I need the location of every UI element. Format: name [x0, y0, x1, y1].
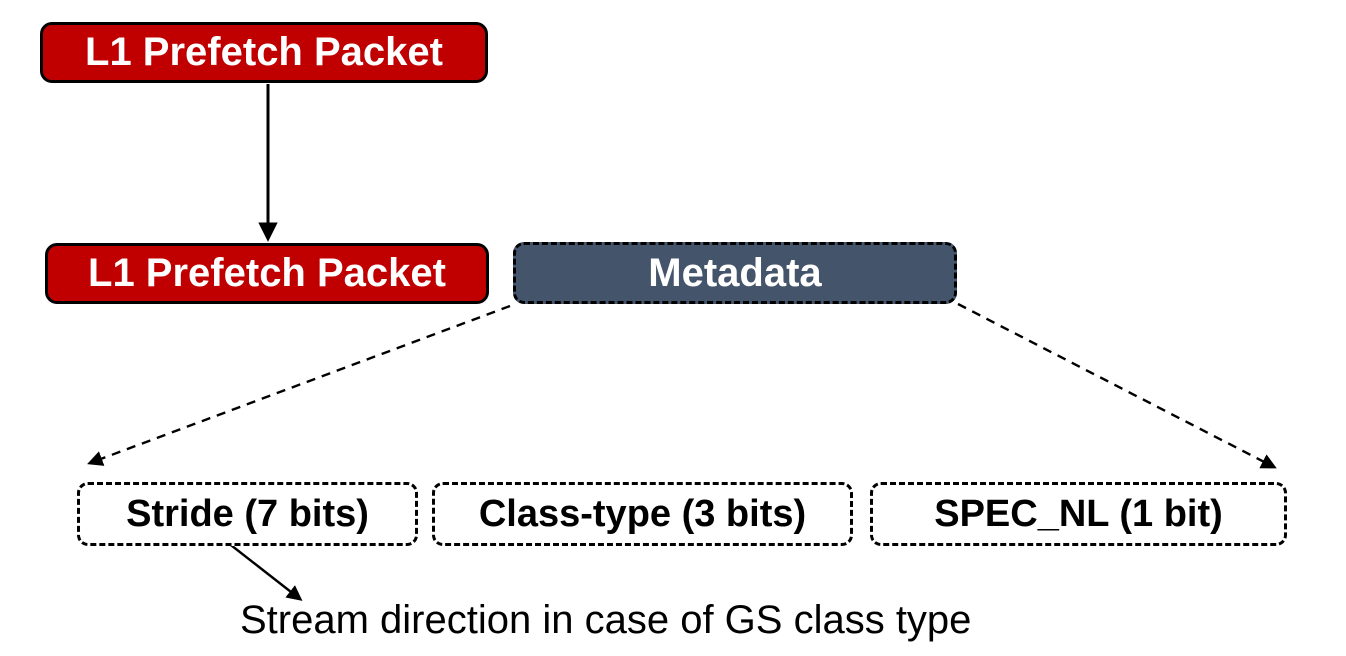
l1-prefetch-packet-bottom-label: L1 Prefetch Packet — [88, 251, 446, 295]
metadata-label: Metadata — [648, 250, 822, 295]
field-box-class-type: Class-type (3 bits) — [432, 482, 853, 546]
caption-text: Stream direction in case of GS class typ… — [240, 598, 972, 642]
l1-prefetch-packet-box-top: L1 Prefetch Packet — [40, 22, 488, 83]
l1-prefetch-packet-top-label: L1 Prefetch Packet — [85, 30, 443, 74]
l1-prefetch-packet-box-bottom: L1 Prefetch Packet — [45, 243, 489, 304]
field-box-spec-nl: SPEC_NL (1 bit) — [870, 482, 1287, 546]
spec-nl-field-label: SPEC_NL (1 bit) — [934, 492, 1223, 535]
stride-annotation-arrow — [226, 541, 303, 601]
dashed-arrow-metadata-to-stride — [87, 304, 511, 466]
field-box-stride: Stride (7 bits) — [77, 482, 418, 546]
metadata-box: Metadata — [513, 242, 957, 304]
stride-field-label: Stride (7 bits) — [126, 492, 369, 535]
dashed-arrow-metadata-to-spec-nl — [957, 302, 1277, 469]
class-type-field-label: Class-type (3 bits) — [478, 492, 807, 535]
